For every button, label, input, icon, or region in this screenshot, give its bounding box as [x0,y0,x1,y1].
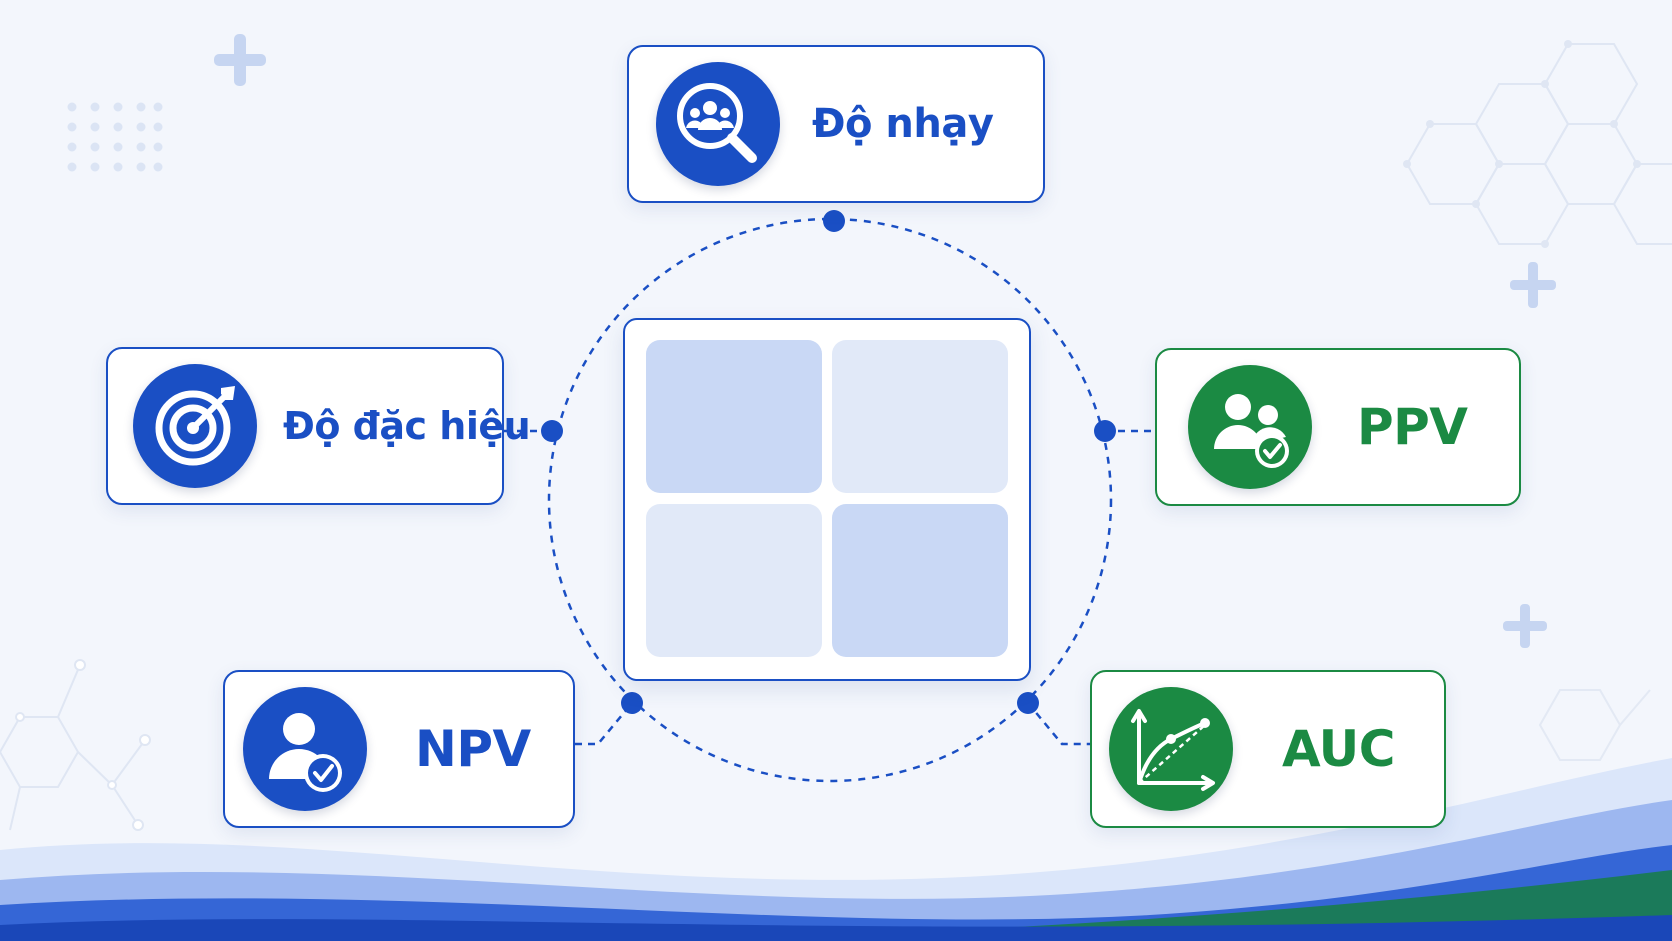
matrix-cell-bottom-right [832,504,1008,657]
dot-grid-decor [67,102,163,172]
hexagon-faint-decor [1538,689,1651,761]
confusion-matrix [623,318,1031,681]
connection-ring [547,217,1113,783]
ppv-label: PPV [1357,398,1468,456]
matrix-cell-bottom-left [646,504,822,657]
users-check-icon [1188,365,1312,489]
bottom-waves [0,758,1672,941]
specificity-card: Độ đặc hiệu [106,347,531,505]
molecule-node-decor [15,659,151,831]
matrix-cell-top-right [832,340,1008,493]
auc-label: AUC [1282,720,1395,778]
hexagon-node-decor [1403,40,1641,248]
sensitivity-card: Độ nhạy [627,45,1045,203]
connector-dots [541,210,1116,714]
hexagon-network-decor [1405,43,1672,245]
plus-decor [214,34,1556,648]
user-check-icon [243,687,367,811]
roc-curve-icon [1109,687,1233,811]
matrix-cell-top-left [646,340,822,493]
ppv-card: PPV [1155,348,1521,506]
sensitivity-label: Độ nhạy [812,101,994,147]
npv-label: NPV [415,720,531,778]
specificity-label: Độ đặc hiệu [283,404,531,448]
molecule-decor [0,664,146,831]
target-arrow-icon [133,364,257,488]
magnifier-people-icon [656,62,780,186]
auc-card: AUC [1090,670,1446,828]
npv-card: NPV [223,670,575,828]
